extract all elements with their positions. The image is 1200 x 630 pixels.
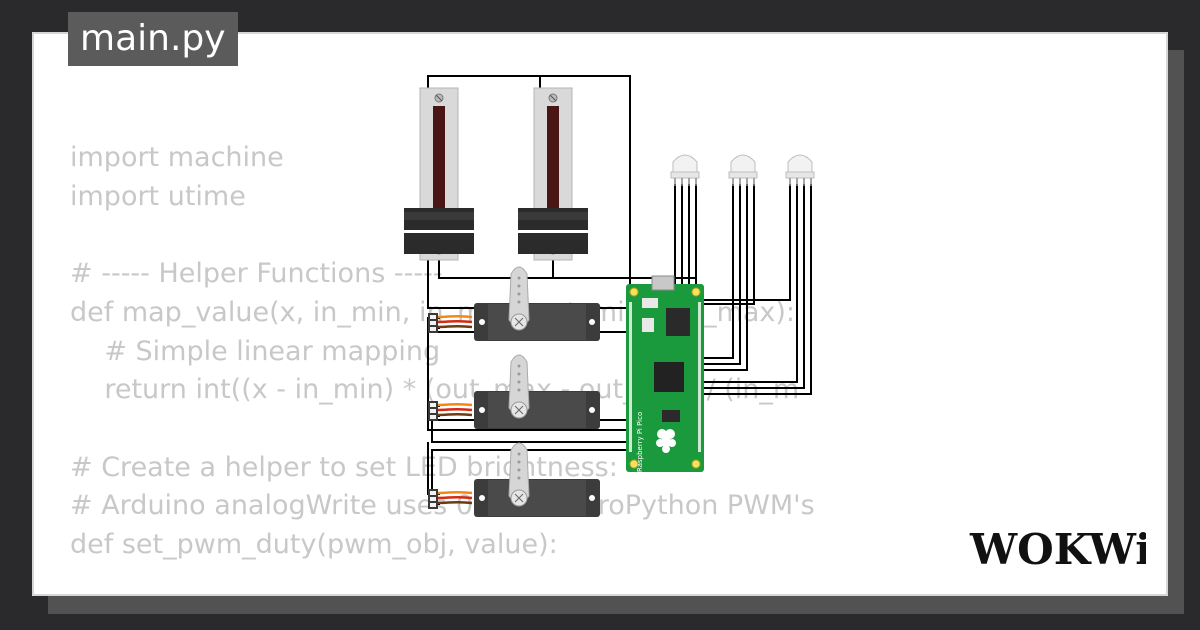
raspberry-logo	[656, 429, 676, 453]
code-line: import utime	[70, 180, 246, 212]
pico-silkscreen: Raspberry Pi Pico	[636, 412, 644, 472]
wokwi-logo: WOKWi	[969, 525, 1146, 574]
rgb-led	[785, 154, 815, 186]
wires	[427, 75, 812, 505]
code-line: def set_pwm_duty(pwm_obj, value):	[70, 529, 558, 561]
wokwi-logo-text: WOKWi	[969, 525, 1146, 574]
wire	[702, 184, 734, 359]
wire	[702, 184, 748, 371]
rgb-led	[728, 154, 758, 186]
wire	[702, 184, 741, 365]
editor-card: import machine import utime # ----- Help…	[32, 32, 1168, 596]
wire	[427, 75, 631, 287]
file-tab[interactable]: main.py	[68, 12, 238, 66]
slide-potentiometer	[404, 87, 474, 261]
wire	[427, 260, 632, 309]
servo-motor	[428, 266, 600, 341]
pico-board: Raspberry Pi Pico	[626, 275, 704, 472]
rgb-led	[670, 154, 700, 186]
code-line: def map_value(x, in_min, in_max, out_min…	[70, 296, 796, 328]
code-line: # Simple linear mapping	[70, 335, 441, 367]
circuit-diagram: Raspberry Pi Pico	[404, 75, 815, 517]
code-line: import machine	[70, 142, 284, 173]
servo-motor	[428, 442, 600, 517]
servo-motor	[428, 354, 600, 429]
wire	[702, 184, 755, 305]
wire	[702, 184, 805, 389]
wire	[702, 184, 812, 395]
slide-potentiometer	[518, 87, 588, 261]
code-line: # ----- Helper Functions -----	[70, 258, 443, 290]
wire	[702, 184, 798, 383]
